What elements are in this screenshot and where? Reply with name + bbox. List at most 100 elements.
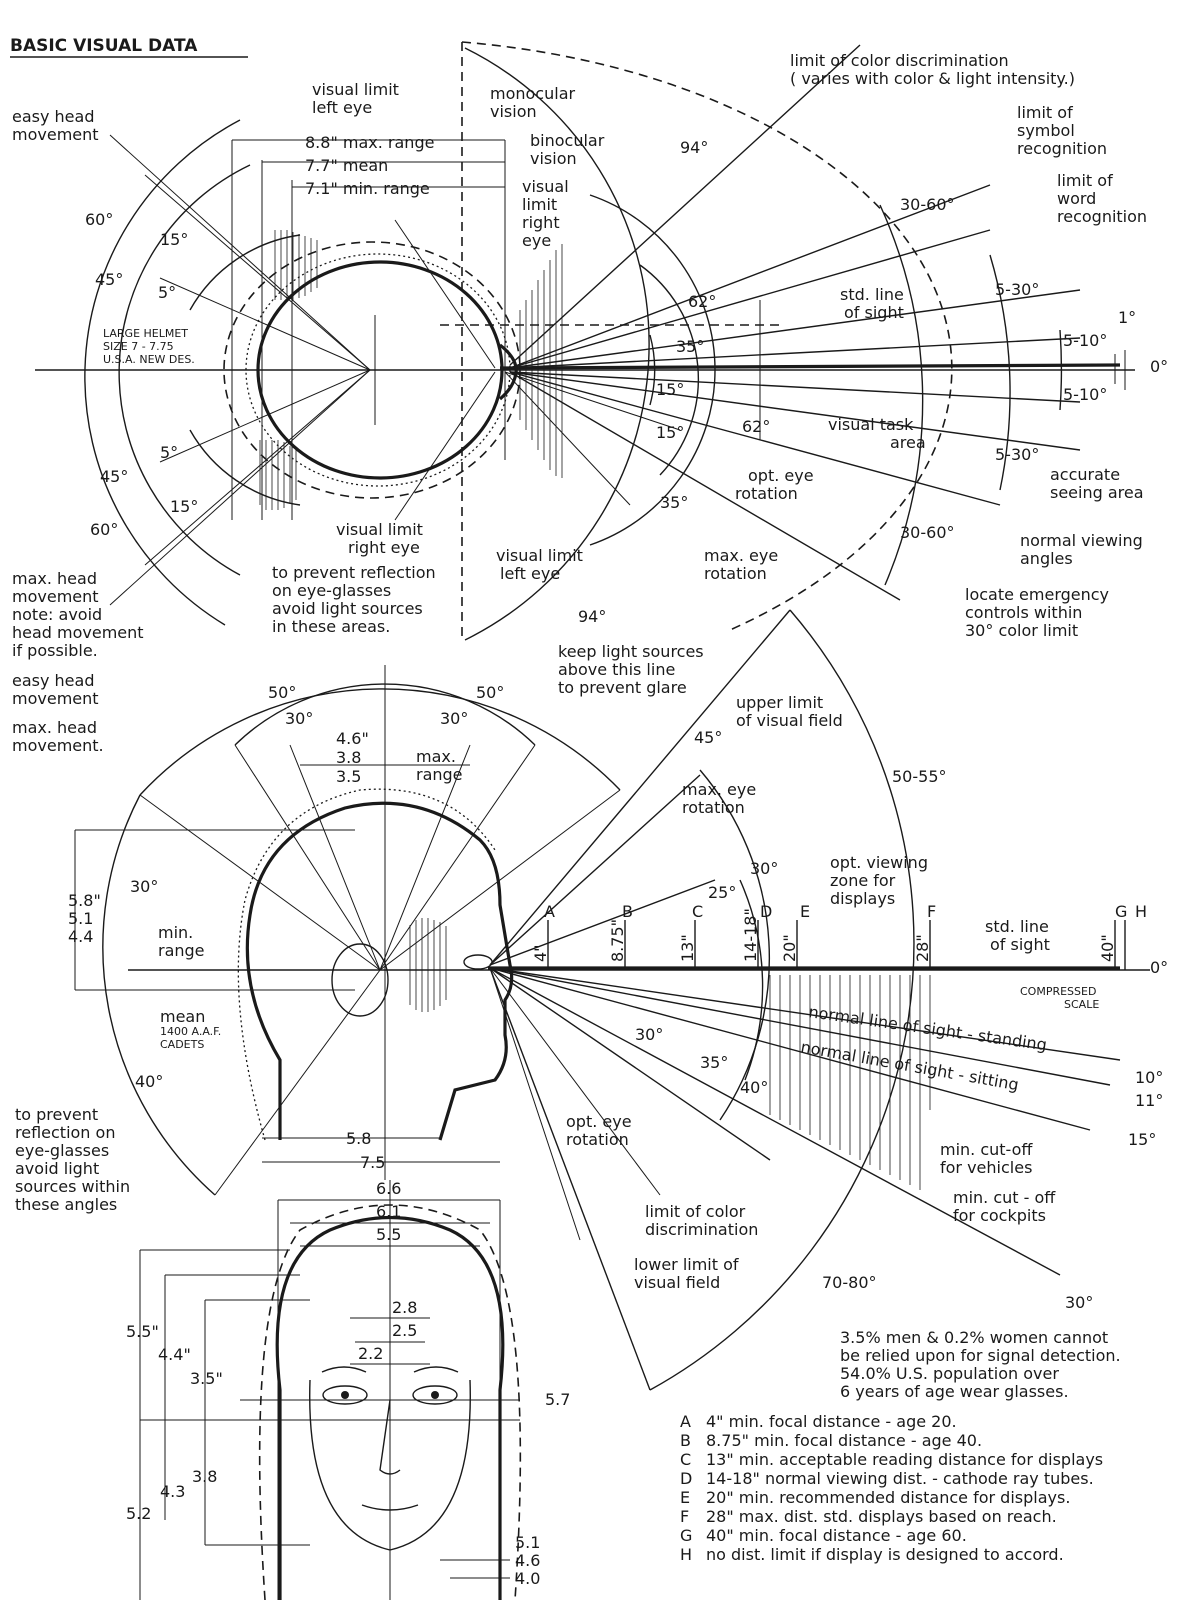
legend-text-d: 14-18" normal viewing dist. - cathode ra… [706, 1469, 1094, 1488]
deg-15-bottom: 15° [656, 423, 684, 442]
side-max-head-movement-2: movement. [12, 736, 104, 755]
legend-text-b: 8.75" min. focal distance - age 40. [706, 1431, 982, 1450]
limit-word-label-3: recognition [1057, 207, 1147, 226]
limit-word-label-1: limit of [1057, 171, 1113, 190]
max-head-movement-top-4: head movement [12, 623, 144, 642]
side-prevent-reflection-3: eye-glasses [15, 1141, 109, 1160]
dist-label-40: 40" [1098, 934, 1117, 962]
deg-5-10-bottom: 5-10° [1063, 385, 1107, 404]
side-cadets-1: 1400 A.A.F. [160, 1025, 221, 1038]
max-head-movement-top-3: note: avoid [12, 605, 102, 624]
dist-letter-e: E [800, 902, 810, 921]
side-upper-limit-1: upper limit [736, 693, 823, 712]
helmet-label-2: SIZE 7 - 7.75 [103, 340, 174, 353]
accurate-seeing-area-1: accurate [1050, 465, 1120, 484]
visual-limit-right-eye-front-1: visual [522, 177, 569, 196]
side-opt-eye-rotation-2: rotation [566, 1130, 629, 1149]
note-line-2: be relied upon for signal detection. [840, 1346, 1121, 1365]
legend-text-c: 13" min. acceptable reading distance for… [706, 1450, 1103, 1469]
legend-text-e: 20" min. recommended distance for displa… [706, 1488, 1070, 1507]
side-max-range-1: max. [416, 747, 456, 766]
helmet-label-3: U.S.A. NEW DES. [103, 353, 195, 366]
opt-eye-rotation-top-2: rotation [735, 484, 798, 503]
page-title: BASIC VISUAL DATA [10, 36, 198, 56]
deg-62-bottom: 62° [742, 417, 770, 436]
front-view-drawing [139, 1180, 522, 1601]
side-cadets-2: CADETS [160, 1038, 204, 1051]
normal-viewing-angles-2: angles [1020, 549, 1073, 568]
binocular-vision-2: vision [530, 149, 577, 168]
note-line-1: 3.5% men & 0.2% women cannot [840, 1328, 1108, 1347]
side-head-deg-30: 30° [130, 877, 158, 896]
side-dim-58: 5.8" [68, 891, 101, 910]
deg-5-10-top: 5-10° [1063, 331, 1107, 350]
side-std-line-of-sight-1: std. line [985, 917, 1049, 936]
prevent-reflection-top-3: avoid light sources [272, 599, 423, 618]
side-deg-30-far: 30° [1065, 1293, 1093, 1312]
prevent-reflection-top-1: to prevent reflection [272, 563, 436, 582]
max-eye-rotation-top-1: max. eye [704, 546, 778, 565]
side-dim-46: 4.6" [336, 729, 369, 748]
side-easy-head-movement-1: easy head [12, 671, 94, 690]
side-lower-limit-1: lower limit of [634, 1255, 739, 1274]
arc-30-60 [879, 204, 924, 586]
side-mean: mean [160, 1007, 205, 1026]
side-view-labels: easy head movement max. head movement. 5… [12, 642, 1168, 1312]
nose-front [379, 1399, 401, 1475]
side-dim-44: 4.4 [68, 927, 93, 946]
visual-limit-right-eye-2: right eye [348, 538, 420, 557]
limit-symbol-label-2: symbol [1017, 121, 1075, 140]
visual-task-area-1: visual task [828, 415, 914, 434]
std-line-of-sight-2: of sight [844, 303, 904, 322]
side-std-line-of-sight-2: of sight [990, 935, 1050, 954]
dist-letter-b: B [622, 902, 633, 921]
front-dim-43v: 4.3 [160, 1482, 185, 1501]
side-deg-10: 10° [1135, 1068, 1163, 1087]
top-view-labels: easy head movement visual limit left eye… [12, 51, 1168, 660]
front-dim-55v: 5.5" [126, 1322, 159, 1341]
front-dim-55: 5.5 [376, 1225, 401, 1244]
side-deg-0: 0° [1150, 958, 1168, 977]
right-eye-front [412, 1385, 458, 1405]
head-outline-top [256, 260, 504, 480]
max-range-label: 8.8" max. range [305, 133, 434, 152]
legend-key-h: H [680, 1545, 692, 1564]
locate-emergency-1: locate emergency [965, 585, 1109, 604]
visual-task-area-2: area [890, 433, 926, 452]
limit-word-label-2: word [1057, 189, 1096, 208]
left-eye-front [322, 1385, 368, 1405]
side-deg-25: 25° [708, 883, 736, 902]
side-min-range-2: range [158, 941, 205, 960]
visual-limit-left-eye-bottom-1: visual limit [496, 546, 583, 565]
side-compressed-scale-2: SCALE [1064, 998, 1099, 1011]
legend-text-g: 40" min. focal distance - age 60. [706, 1526, 967, 1545]
min-cutoff-cockpits-1: min. cut - off [953, 1188, 1056, 1207]
head-deg-15-top: 15° [160, 230, 188, 249]
arc-35 [639, 264, 700, 476]
deg-30-60-top: 30-60° [900, 195, 955, 214]
side-dim-35: 3.5 [336, 767, 361, 786]
arc-62 [589, 194, 716, 546]
side-deg-30-lower: 30° [635, 1025, 663, 1044]
side-view-drawing [74, 609, 1150, 1391]
monocular-vision-1: monocular [490, 84, 575, 103]
std-line-of-sight-1: std. line [840, 285, 904, 304]
max-head-movement-top-1: max. head [12, 569, 97, 588]
side-deg-45: 45° [694, 728, 722, 747]
front-view-labels: 6.6 6.1 5.5 2.8 2.5 2.2 5.7 5.5" 4.4" 3.… [126, 1179, 570, 1588]
side-limit-color-1: limit of color [645, 1202, 746, 1221]
side-deg-50-left: 50° [268, 683, 296, 702]
visual-limit-left-eye-2: left eye [312, 98, 372, 117]
arc-45-head [118, 164, 251, 576]
side-compressed-scale-1: COMPRESSED [1020, 985, 1096, 998]
head-profile-side [245, 801, 514, 1141]
dist-letter-a: A [544, 902, 555, 921]
arc-15 [649, 334, 656, 406]
head-deg-45-top: 45° [95, 270, 123, 289]
head-deg-60-top: 60° [85, 210, 113, 229]
side-max-head-movement-1: max. head [12, 718, 97, 737]
dist-letter-d: D [760, 902, 772, 921]
visual-limit-right-eye-1: visual limit [336, 520, 423, 539]
dist-label-13: 13" [678, 934, 697, 962]
front-dim-52v: 5.2 [126, 1504, 151, 1523]
